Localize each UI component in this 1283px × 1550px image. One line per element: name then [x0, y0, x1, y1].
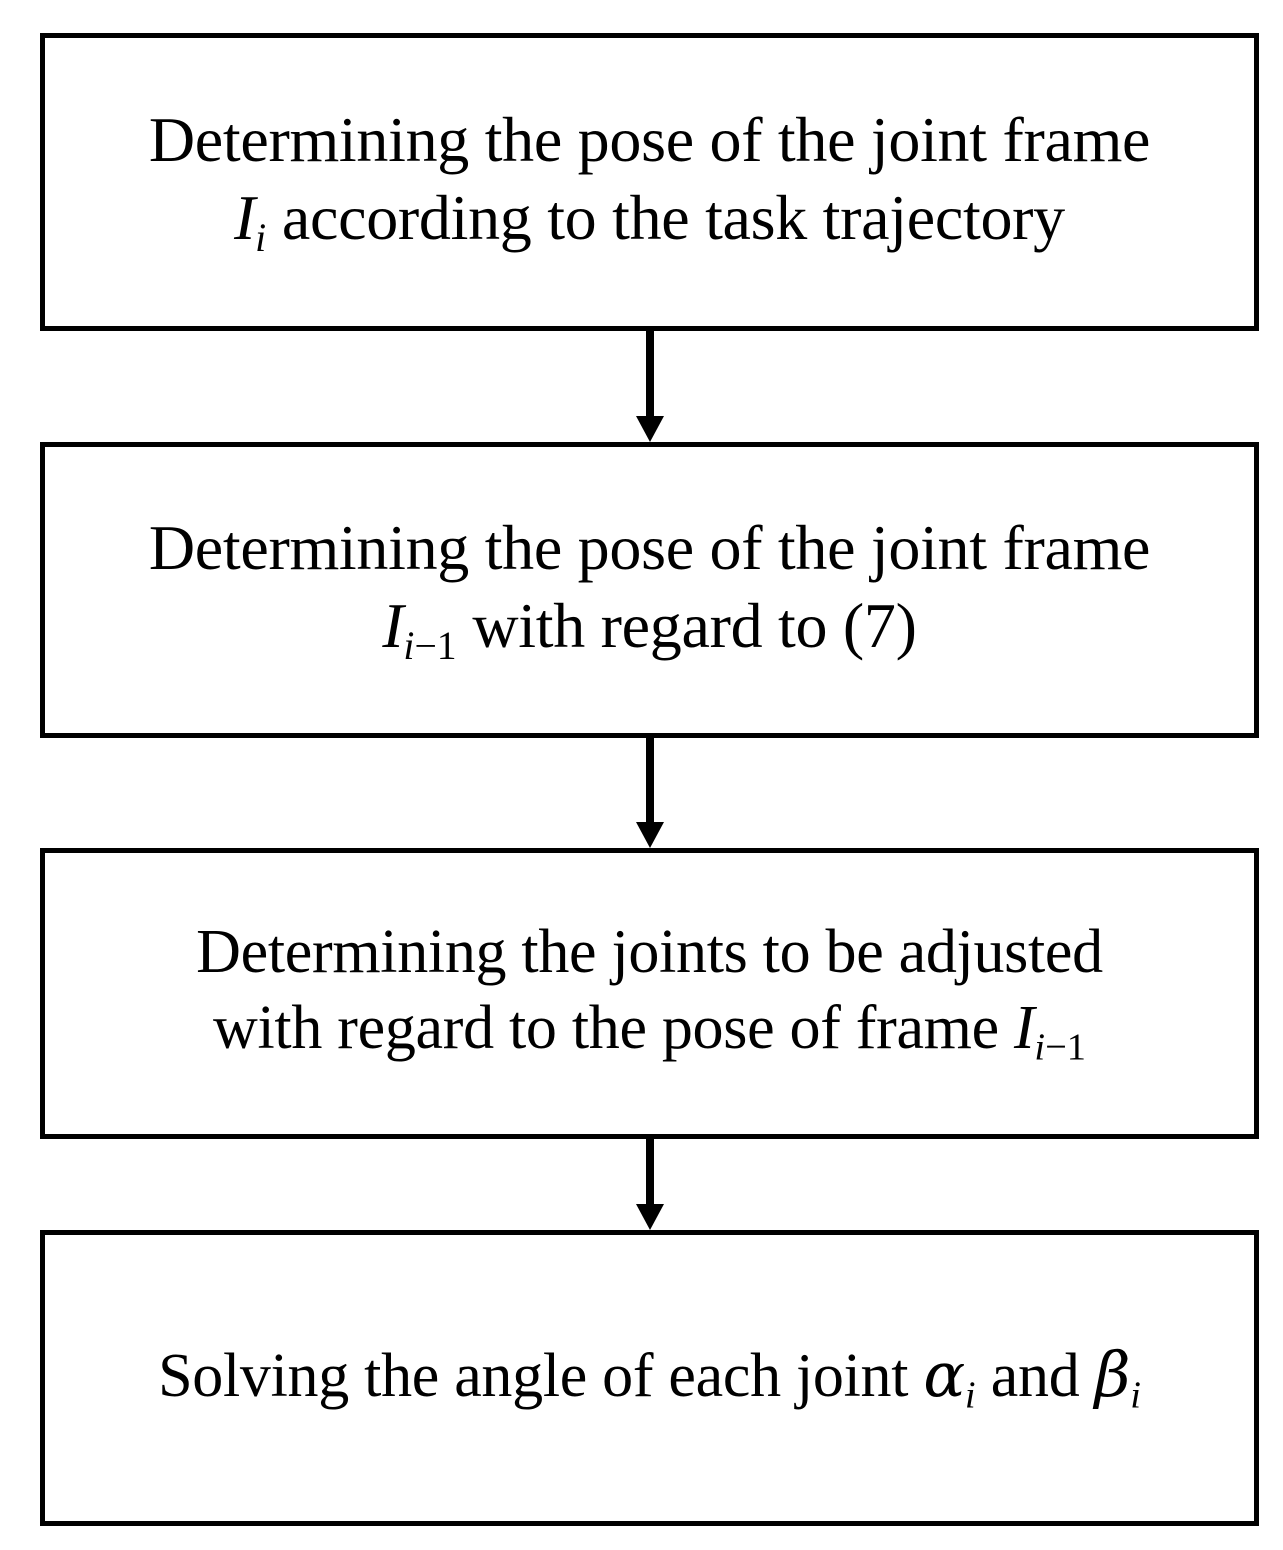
arrow-node1-to-node2 — [636, 331, 664, 442]
node-4-text: Solving the angle of each joint αi and β… — [144, 1337, 1155, 1419]
node-3-line-1: Determining the joints to be adjusted — [196, 918, 1103, 987]
frame-subscript-i: i — [255, 216, 267, 261]
node-1-text: Determining the pose of the joint frame … — [135, 101, 1164, 262]
arrow-node2-to-node3 — [636, 738, 664, 848]
beta-symbol: β — [1094, 1337, 1131, 1411]
node-3-line-2-prefix: with regard to the pose of frame — [213, 994, 1015, 1063]
node-4-line-1: Solving the angle of each joint αi and β… — [158, 1337, 1141, 1419]
beta-subscript-i: i — [1130, 1374, 1141, 1417]
frame-subscript-minus-one: −1 — [414, 624, 457, 669]
frame-symbol-I: I — [1014, 994, 1035, 1063]
arrow-head-down-icon — [636, 822, 664, 848]
alpha-symbol: α — [923, 1337, 965, 1411]
frame-symbol-I: I — [382, 590, 404, 662]
process-node-4: Solving the angle of each joint αi and β… — [40, 1230, 1259, 1526]
arrow-shaft — [646, 1139, 654, 1207]
node-3-text: Determining the joints to be adjusted wi… — [182, 915, 1117, 1071]
process-node-1: Determining the pose of the joint frame … — [40, 33, 1259, 331]
arrow-shaft — [646, 738, 654, 825]
arrow-head-down-icon — [636, 1204, 664, 1230]
arrow-node3-to-node4 — [636, 1139, 664, 1230]
node-2-line-1: Determining the pose of the joint frame — [148, 512, 1151, 584]
node-2-line-2: Ii−1 with regard to (7) — [149, 587, 1150, 670]
process-node-3: Determining the joints to be adjusted wi… — [40, 848, 1259, 1139]
arrow-head-down-icon — [636, 416, 664, 442]
frame-subscript-i: i — [403, 624, 415, 669]
node-4-line-1-mid: and — [975, 1341, 1095, 1410]
frame-symbol-I: I — [234, 182, 256, 254]
arrow-shaft — [646, 331, 654, 419]
process-node-2: Determining the pose of the joint frame … — [40, 442, 1259, 738]
node-3-line-2: with regard to the pose of frame Ii−1 — [196, 991, 1103, 1071]
alpha-subscript-i: i — [964, 1374, 976, 1417]
node-2-line-2-suffix: with regard to (7) — [456, 590, 917, 662]
frame-subscript-i: i — [1034, 1026, 1046, 1069]
node-1-line-2-suffix: according to the task trajectory — [266, 182, 1065, 254]
node-1-line-1: Determining the pose of the joint frame — [148, 104, 1151, 176]
node-4-line-1-prefix: Solving the angle of each joint — [158, 1341, 924, 1410]
node-1-line-2: Ii according to the task trajectory — [149, 179, 1150, 262]
frame-subscript-minus-one: −1 — [1045, 1026, 1086, 1069]
node-2-text: Determining the pose of the joint frame … — [135, 509, 1164, 670]
